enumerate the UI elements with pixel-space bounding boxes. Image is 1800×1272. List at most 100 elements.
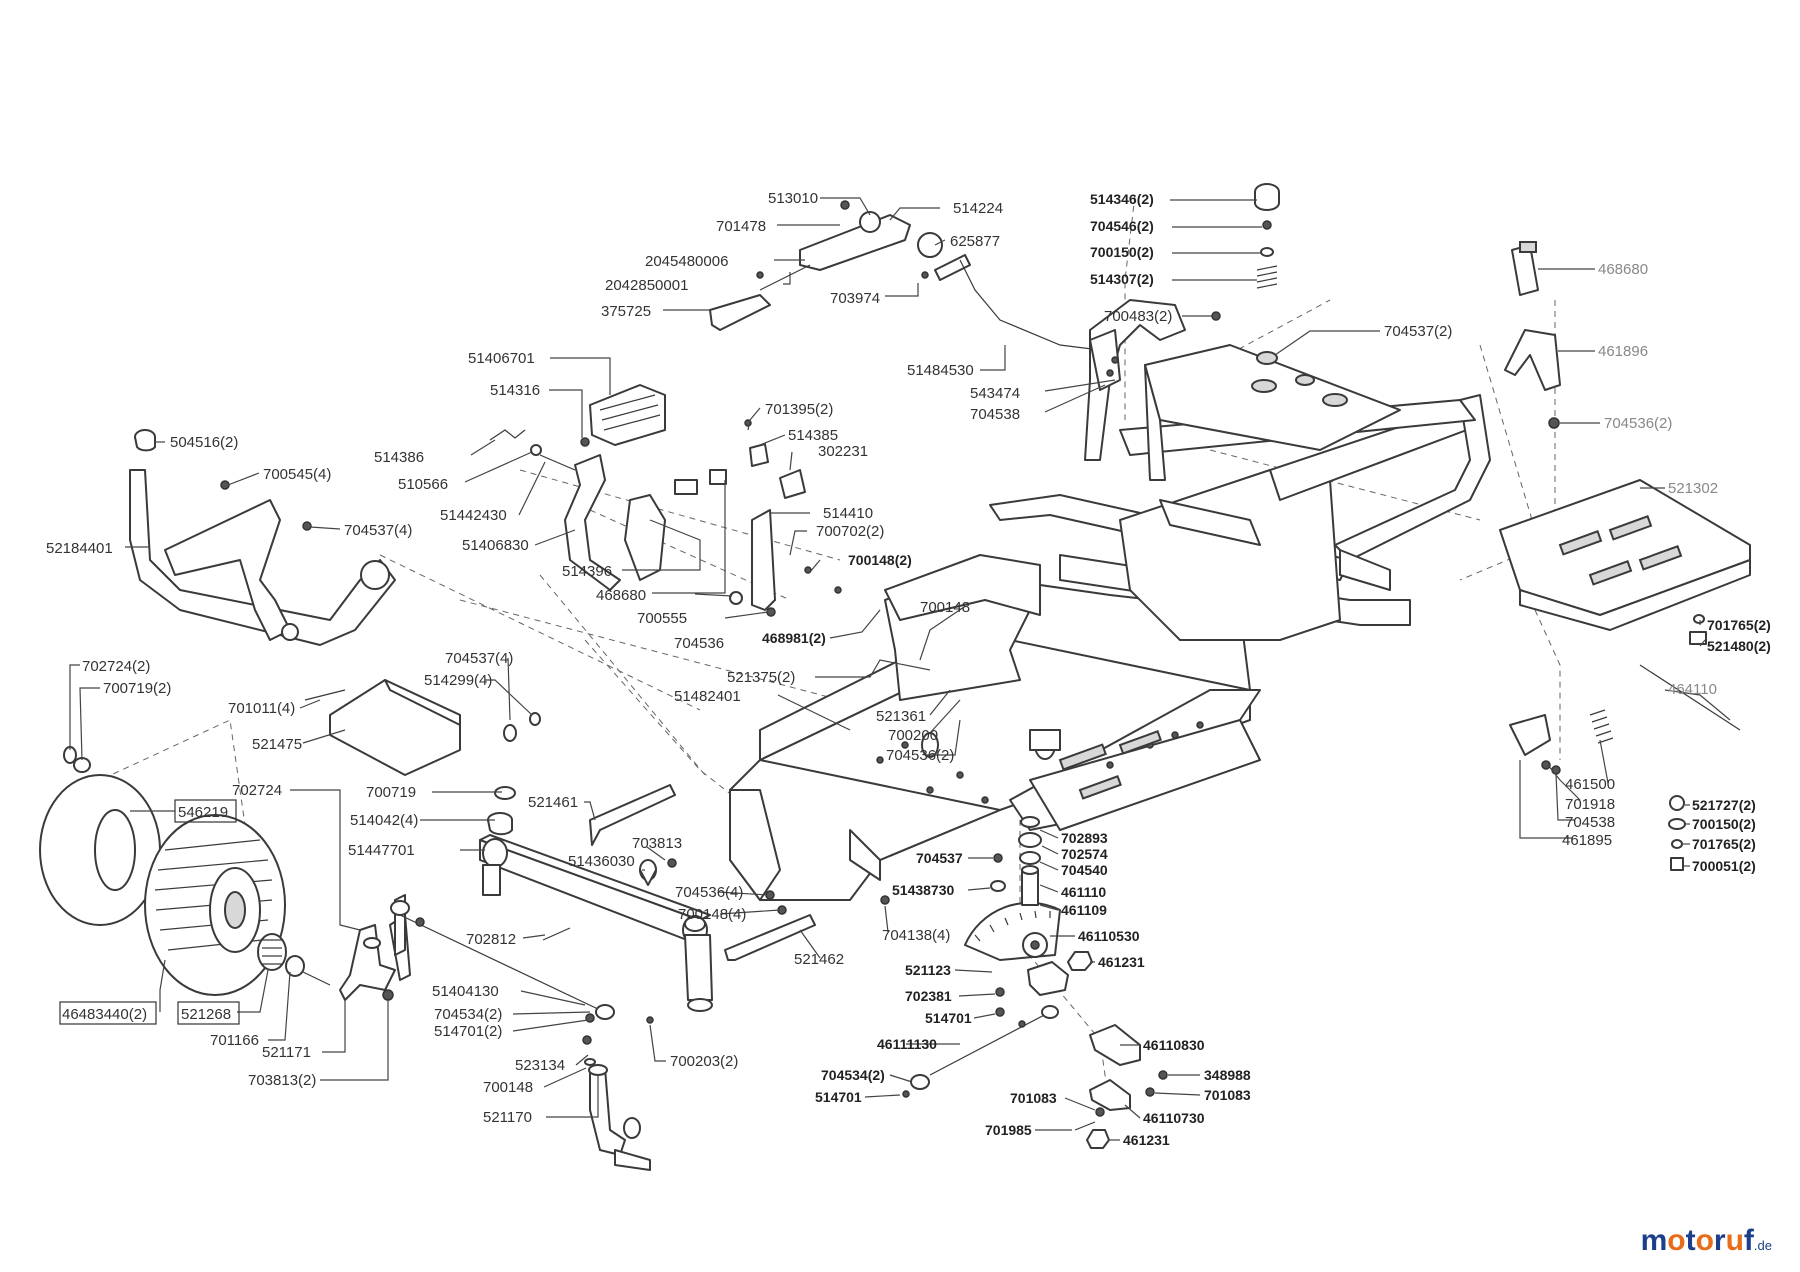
label-51406830: 51406830 [462,537,529,554]
label-700148a: 700148 [483,1079,533,1096]
label-704537b: 704537(2) [1384,323,1452,340]
label-701083b: 701083 [1010,1090,1057,1106]
label-701011: 701011(4) [228,700,295,717]
label-700719a: 700719(2) [103,680,171,697]
label-704537a: 704537(4) [344,522,412,539]
right-brackets [1504,241,1741,871]
label-461895: 461895 [1562,832,1612,849]
label-521361: 521361 [876,708,926,725]
label-703813a: 703813 [632,835,682,852]
label-704536b: 704536(2) [886,747,954,764]
label-302231: 302231 [818,443,868,460]
label-514701a: 514701 [925,1010,972,1026]
label-700702: 700702(2) [816,523,884,540]
label-546219: 546219 [178,804,228,821]
label-521375: 521375(2) [727,669,795,686]
label-543474: 543474 [970,385,1020,402]
label-514701c: 514701(2) [434,1023,502,1040]
label-701765b: 701765(2) [1692,836,1756,852]
label-703813b: 703813(2) [248,1072,316,1089]
label-51442430: 51442430 [440,507,507,524]
label-468680a: 468680 [596,587,646,604]
label-702724b: 702724 [232,782,282,799]
box-546219 [174,799,237,823]
label-523134: 523134 [515,1057,565,1074]
label-704138: 704138(4) [882,927,950,944]
label-704538a: 704538 [970,406,1020,423]
assembly-lines [49,194,1561,1111]
pedal-assembly [489,384,842,617]
label-51484530: 51484530 [907,362,974,379]
label-700719b: 700719 [366,784,416,801]
label-51406701: 51406701 [468,350,535,367]
footrest-plate [1499,479,1751,631]
label-514316: 514316 [490,382,540,399]
label-704538b: 704538 [1565,814,1615,831]
label-51482401: 51482401 [674,688,741,705]
steering-spindles [339,894,654,1171]
mount-plate [304,679,541,776]
label-521727: 521727(2) [1692,797,1756,813]
label-514346: 514346(2) [1090,191,1154,207]
label-704537c: 704537(4) [445,650,513,667]
label-461231b: 461231 [1123,1132,1170,1148]
label-464110: 464110 [1668,681,1717,698]
leader-lines [69,197,1731,1141]
label-701083a: 701083 [1204,1087,1251,1103]
label-461500: 461500 [1565,776,1615,793]
label-514307: 514307(2) [1090,271,1154,287]
label-521171: 521171 [262,1044,311,1061]
label-51404130: 51404130 [432,983,499,1000]
label-514385: 514385 [788,427,838,444]
box-46483440 [59,1001,157,1025]
label-375725: 375725 [601,303,651,320]
label-521480: 521480(2) [1707,638,1771,654]
label-704534a: 704534(2) [434,1006,502,1023]
label-521123: 521123 [905,962,951,978]
motoruf-logo: motoruf.de [1640,1224,1772,1257]
front-bumper [129,429,396,646]
label-700051: 700051(2) [1692,858,1756,874]
label-513010: 513010 [768,190,818,207]
label-51436030: 51436030 [568,853,635,870]
label-704546: 704546(2) [1090,218,1154,234]
steering-sector [902,816,1168,1149]
label-2042850001: 2042850001 [605,277,688,294]
label-700483: 700483(2) [1104,308,1172,325]
label-514224: 514224 [953,200,1003,217]
part-labels: 513010 514224 701478 625877 2045480006 2… [46,190,1771,1148]
label-468981: 468981(2) [762,630,826,646]
label-514410: 514410 [823,505,873,522]
label-702381: 702381 [905,988,952,1004]
label-702724a: 702724(2) [82,658,150,675]
label-51447701: 51447701 [348,842,415,859]
label-702812: 702812 [466,931,516,948]
brake-linkage [709,200,1121,391]
box-521268 [177,1001,240,1025]
label-461110: 461110 [1061,884,1106,900]
label-46110830: 46110830 [1143,1037,1205,1053]
label-46110730: 46110730 [1143,1110,1205,1126]
label-461231a: 461231 [1098,954,1145,970]
label-701395: 701395(2) [765,401,833,418]
label-700150b: 700150(2) [1692,816,1756,832]
front-axle [479,784,890,1012]
label-700555: 700555 [637,610,687,627]
label-701765a: 701765(2) [1707,617,1771,633]
label-468680b: 468680 [1598,261,1648,278]
label-461896: 461896 [1598,343,1648,360]
label-521475: 521475 [252,736,302,753]
label-521461: 521461 [528,794,578,811]
label-704536c: 704536(2) [1604,415,1672,432]
label-702574: 702574 [1061,846,1108,862]
label-46483440: 46483440(2) [62,1006,147,1023]
label-514386: 514386 [374,449,424,466]
label-521170: 521170 [483,1109,532,1126]
label-700150a: 700150(2) [1090,244,1154,260]
label-521302: 521302 [1668,480,1718,497]
label-700148b: 700148(2) [848,552,912,568]
label-703974: 703974 [830,290,880,307]
label-514396: 514396 [562,563,612,580]
front-wheels [39,746,331,996]
